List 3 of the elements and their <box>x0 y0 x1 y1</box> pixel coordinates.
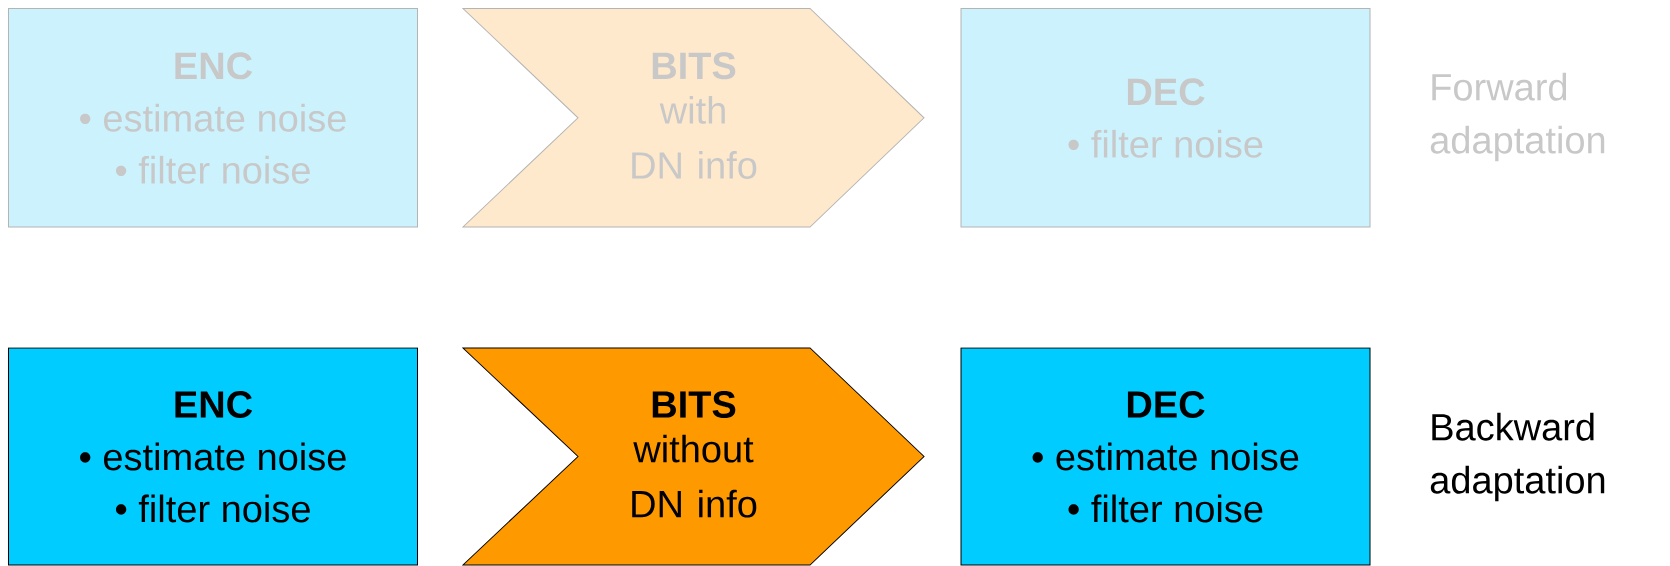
row-label: Backward adaptation <box>1430 412 1605 502</box>
process-box: ENC • estimate noise • filter noise <box>8 347 418 566</box>
process-box: DEC • estimate noise • filter noise <box>960 347 1371 566</box>
